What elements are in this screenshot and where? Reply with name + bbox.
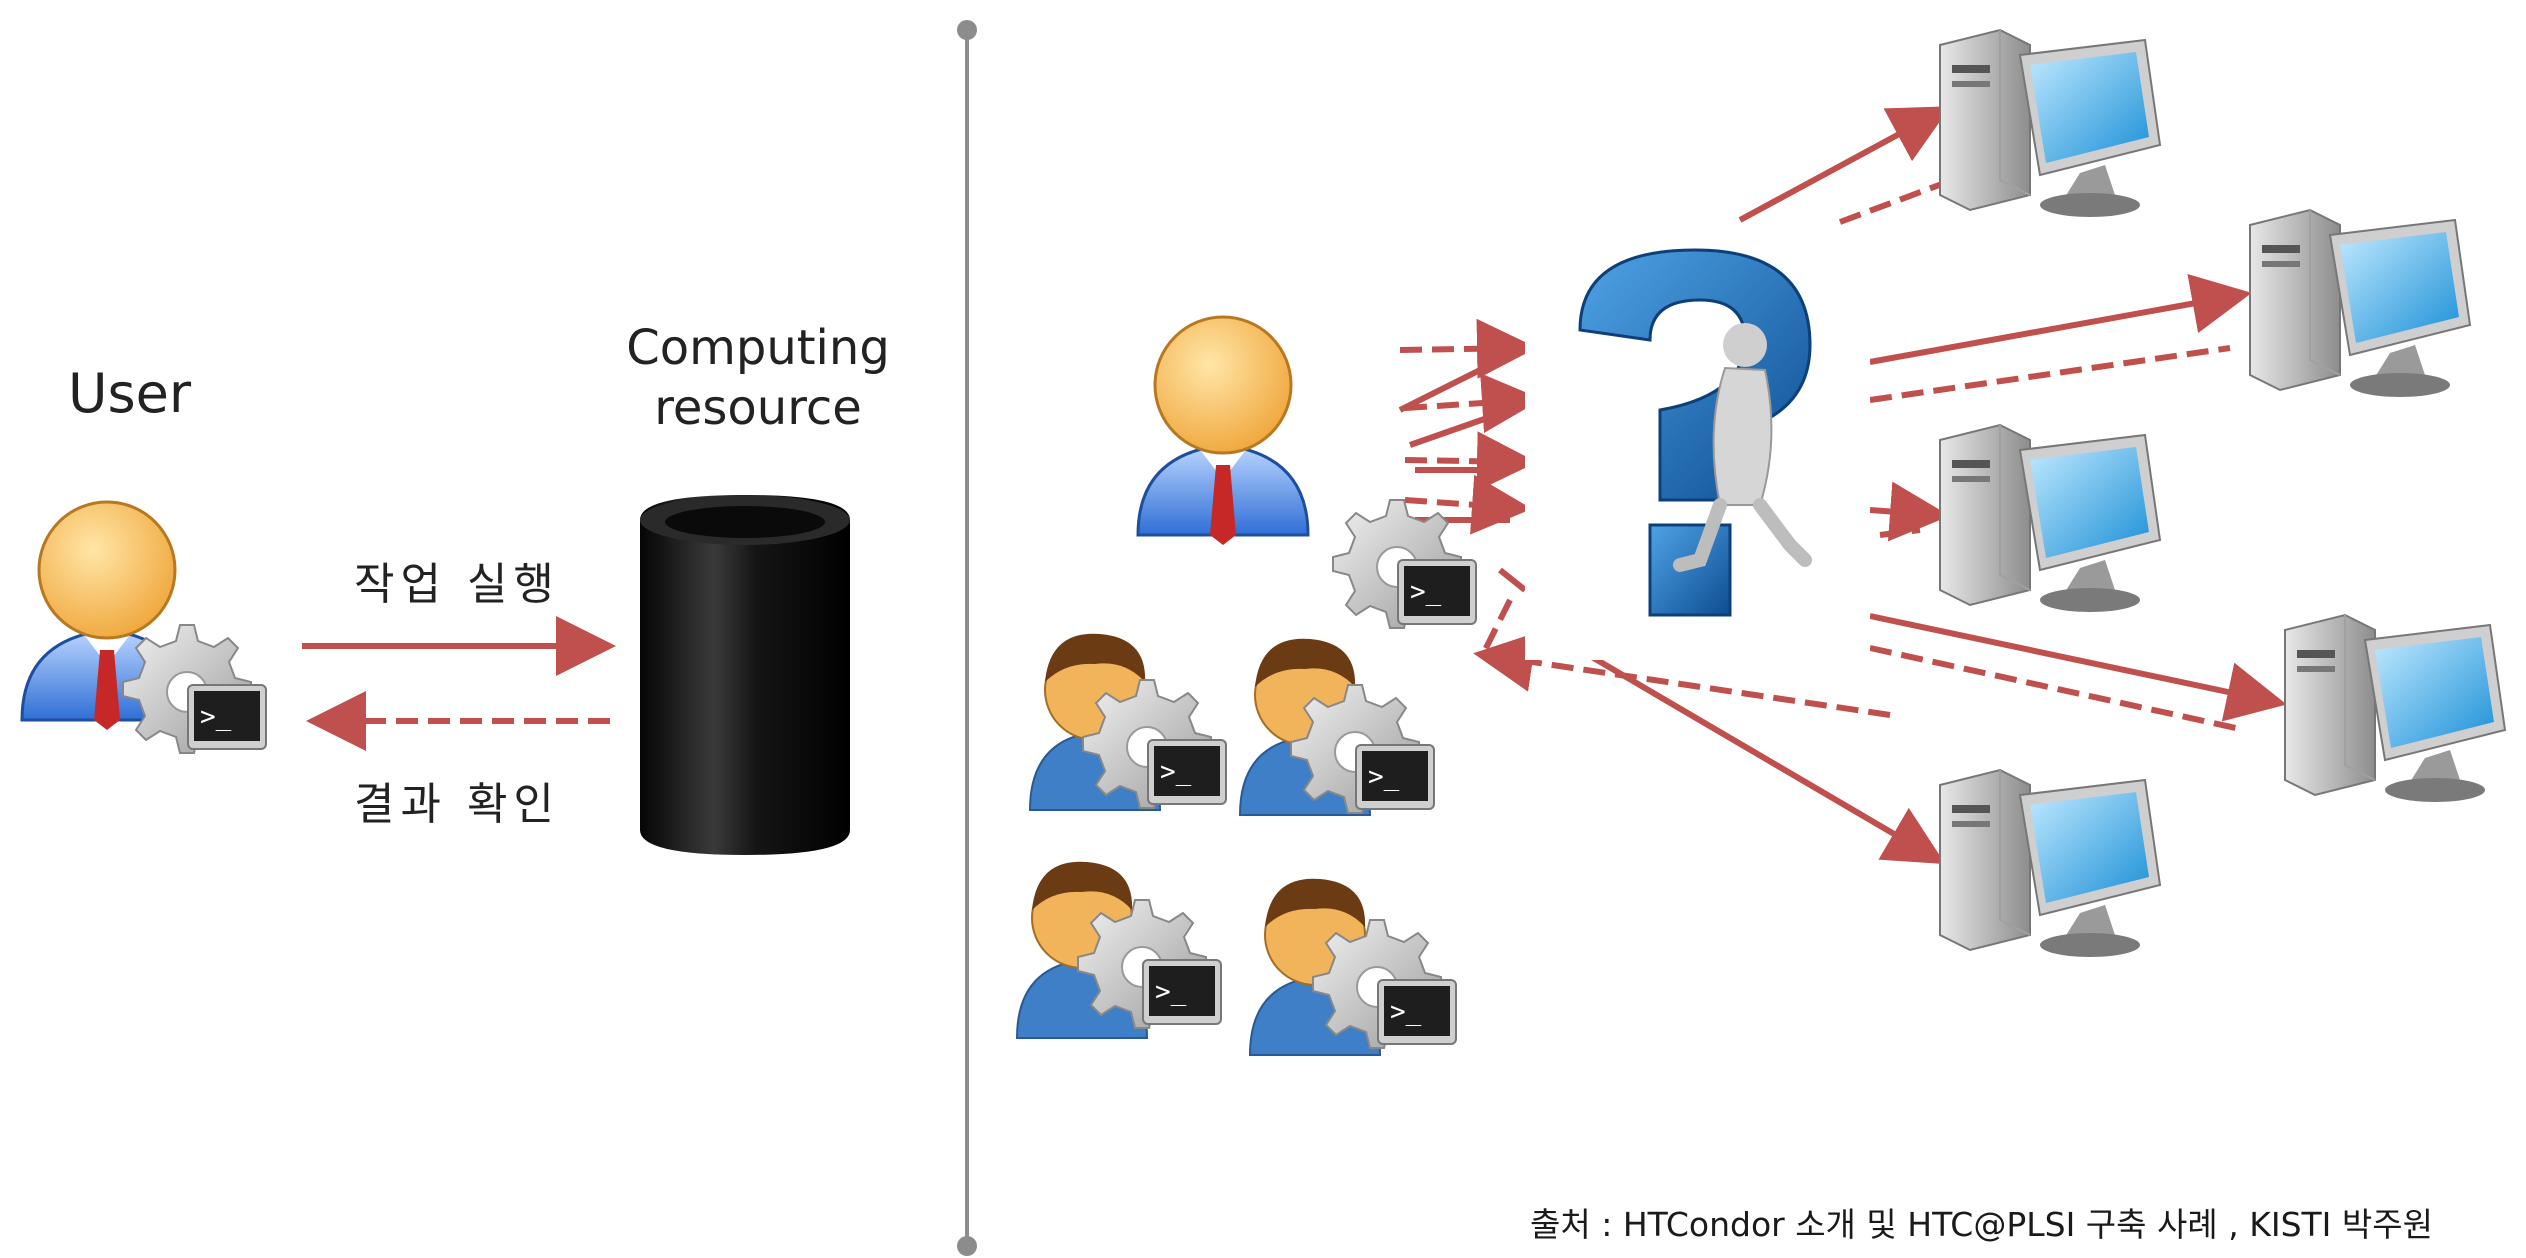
computing-resource-label: Computing resource xyxy=(588,318,928,438)
user-label: User xyxy=(68,362,192,425)
desktop-computer-icon xyxy=(2249,209,2471,398)
request-arrow-label: 작업 실행 xyxy=(354,559,560,610)
desktop-computer-icon xyxy=(2284,614,2506,803)
resource-label-line2: resource xyxy=(654,380,862,436)
panel-divider xyxy=(957,20,977,1256)
computing-resource-icon xyxy=(640,495,850,855)
resource-label-line1: Computing xyxy=(626,320,890,376)
crowd-user-icon xyxy=(1239,637,1435,816)
source-caption: 출처 : HTCondor 소개 및 HTC@PLSI 구축 사례 , KIST… xyxy=(1530,1205,2433,1244)
remote-user-icon xyxy=(1136,315,1310,547)
crowd-user-icon xyxy=(1249,877,1457,1056)
desktop-computer-icon xyxy=(1939,424,2161,613)
desktop-computer-icon xyxy=(1939,29,2161,218)
question-mark-figure xyxy=(1525,225,1870,660)
result-arrow-label: 결과 확인 xyxy=(354,779,560,830)
crowd-user-icon xyxy=(1029,632,1227,811)
crowd-user-icon xyxy=(1016,860,1222,1039)
local-gear-terminal-icon xyxy=(122,624,267,754)
desktop-computer-icon xyxy=(1939,769,2161,958)
